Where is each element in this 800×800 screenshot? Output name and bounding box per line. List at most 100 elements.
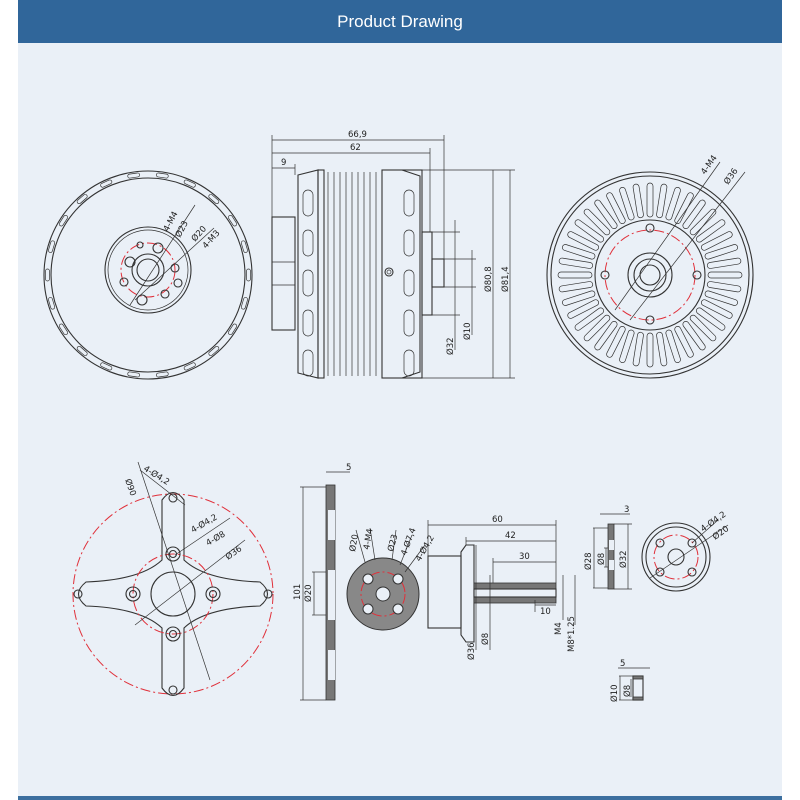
mount-hole xyxy=(152,242,164,254)
mount-hole xyxy=(173,278,183,288)
cooling-slot xyxy=(567,231,599,251)
cooling-slot xyxy=(706,257,742,269)
collet-dim-d36: Ø36 xyxy=(466,642,477,660)
mount-hole xyxy=(645,315,655,325)
boss xyxy=(165,546,181,562)
front-label-4m4: 4-M4 xyxy=(699,154,719,177)
rim-slot xyxy=(240,297,248,310)
mount-hole xyxy=(160,289,170,299)
rim-slot xyxy=(246,268,251,282)
vent-slot xyxy=(403,309,415,337)
cooling-slot xyxy=(665,329,681,363)
inner-hole xyxy=(168,629,178,639)
boss xyxy=(205,586,221,602)
rim-slot xyxy=(228,323,238,336)
collet-dim-10: 10 xyxy=(540,607,551,617)
rim-slot xyxy=(208,194,220,205)
ring-dim-d32: Ø32 xyxy=(618,550,629,568)
rim-slot xyxy=(183,362,196,371)
outer-hole xyxy=(168,685,178,695)
cooling-slot xyxy=(656,331,668,367)
vent-slot xyxy=(403,229,415,257)
rim-slot xyxy=(155,172,169,179)
rim-slot xyxy=(100,362,113,371)
cooling-slot xyxy=(606,192,626,224)
dim-overall: 66,9 xyxy=(348,130,367,140)
mount-hole xyxy=(136,294,148,306)
collet-dim-42: 42 xyxy=(505,531,516,541)
cooling-slot xyxy=(674,192,694,224)
mount-dim-height: 101 xyxy=(293,584,303,600)
header-title: Product Drawing xyxy=(337,11,463,31)
mount-dim-thickness: 5 xyxy=(346,463,351,473)
collet-hole xyxy=(362,603,374,615)
rim-slot xyxy=(48,297,56,310)
collet-dim-m4: M4 xyxy=(554,622,564,635)
dim-body: 62 xyxy=(350,143,361,153)
collet-hole xyxy=(392,603,404,615)
cooling-slot xyxy=(656,183,668,219)
cooling-slot xyxy=(606,326,626,358)
rear-view: 4-M4 Ø23 Ø20 4-M3 xyxy=(43,170,253,380)
dim-d808: Ø80,8 xyxy=(483,266,494,292)
boss xyxy=(165,626,181,642)
vent-slot xyxy=(403,349,415,377)
cooling-slot xyxy=(646,182,654,218)
front-view: 4-M4 Ø36 xyxy=(546,154,754,379)
rim-slot xyxy=(100,179,113,188)
xmount-label-holes-outer: 4-Ø4,2 xyxy=(141,463,171,488)
ring-dim-d8: Ø8 xyxy=(596,553,607,565)
outer-hole xyxy=(73,589,83,599)
xmount-label-d90: Ø90 xyxy=(122,477,138,497)
rim-slot xyxy=(76,194,88,205)
vent-slot xyxy=(302,229,314,257)
cooling-slot xyxy=(701,231,733,251)
cooling-slot xyxy=(682,321,706,351)
mount-hole xyxy=(136,241,144,249)
dim-d10: Ø10 xyxy=(462,322,473,340)
rim-slot xyxy=(127,371,141,378)
cooling-slot xyxy=(696,307,726,331)
cooling-slot xyxy=(619,329,635,363)
rim-slot xyxy=(48,240,56,253)
outer-hole xyxy=(168,493,178,503)
inner-hole xyxy=(128,589,138,599)
page-header: Product Drawing xyxy=(18,0,782,43)
side-view: 66,9 62 9 Ø32 Ø10 Ø80,8 Ø81,4 xyxy=(271,130,515,379)
collet-label-d20: Ø20 xyxy=(347,533,361,552)
vent-slot xyxy=(302,349,314,377)
ring-dim-d28: Ø28 xyxy=(583,552,594,570)
rim-slot xyxy=(58,214,68,227)
xmount-label-d36: Ø36 xyxy=(223,543,244,562)
dim-mount: 9 xyxy=(281,158,286,168)
ring-dim-3: 3 xyxy=(624,505,629,515)
cooling-slot xyxy=(562,244,596,260)
front-label-d36: Ø36 xyxy=(721,166,740,187)
collet-dim-60: 60 xyxy=(492,515,503,525)
bushing-dim-5: 5 xyxy=(620,659,625,669)
bushing-view: 5 Ø10 Ø8 xyxy=(609,659,650,702)
dim-d814: Ø81,4 xyxy=(500,266,511,292)
collet-dim-d8: Ø8 xyxy=(480,633,491,645)
xmount-label-4d8: 4-Ø8 xyxy=(204,529,227,549)
cooling-slot xyxy=(632,331,644,367)
ring-side-view: 3 Ø28 Ø8 Ø32 xyxy=(583,505,632,590)
bushing-dim-d8: Ø8 xyxy=(622,685,633,697)
cooling-slot xyxy=(619,187,635,221)
vent-slot xyxy=(403,189,415,217)
vent-slot xyxy=(302,189,314,217)
collet-label-4d74: 4-Ø7,4 xyxy=(398,526,418,557)
mount-hole xyxy=(600,270,610,280)
mount-hole xyxy=(692,270,702,280)
mount-hole xyxy=(124,256,136,268)
cooling-slot xyxy=(567,299,599,319)
cooling-slot xyxy=(594,321,618,351)
cooling-slot xyxy=(558,257,594,269)
collet-label-4m4: 4-M4 xyxy=(362,528,376,551)
cooling-slot xyxy=(574,219,604,243)
cooling-slot xyxy=(682,199,706,229)
collet-hole xyxy=(362,573,374,585)
rim-slot xyxy=(127,172,141,179)
rim-slot xyxy=(208,345,220,356)
